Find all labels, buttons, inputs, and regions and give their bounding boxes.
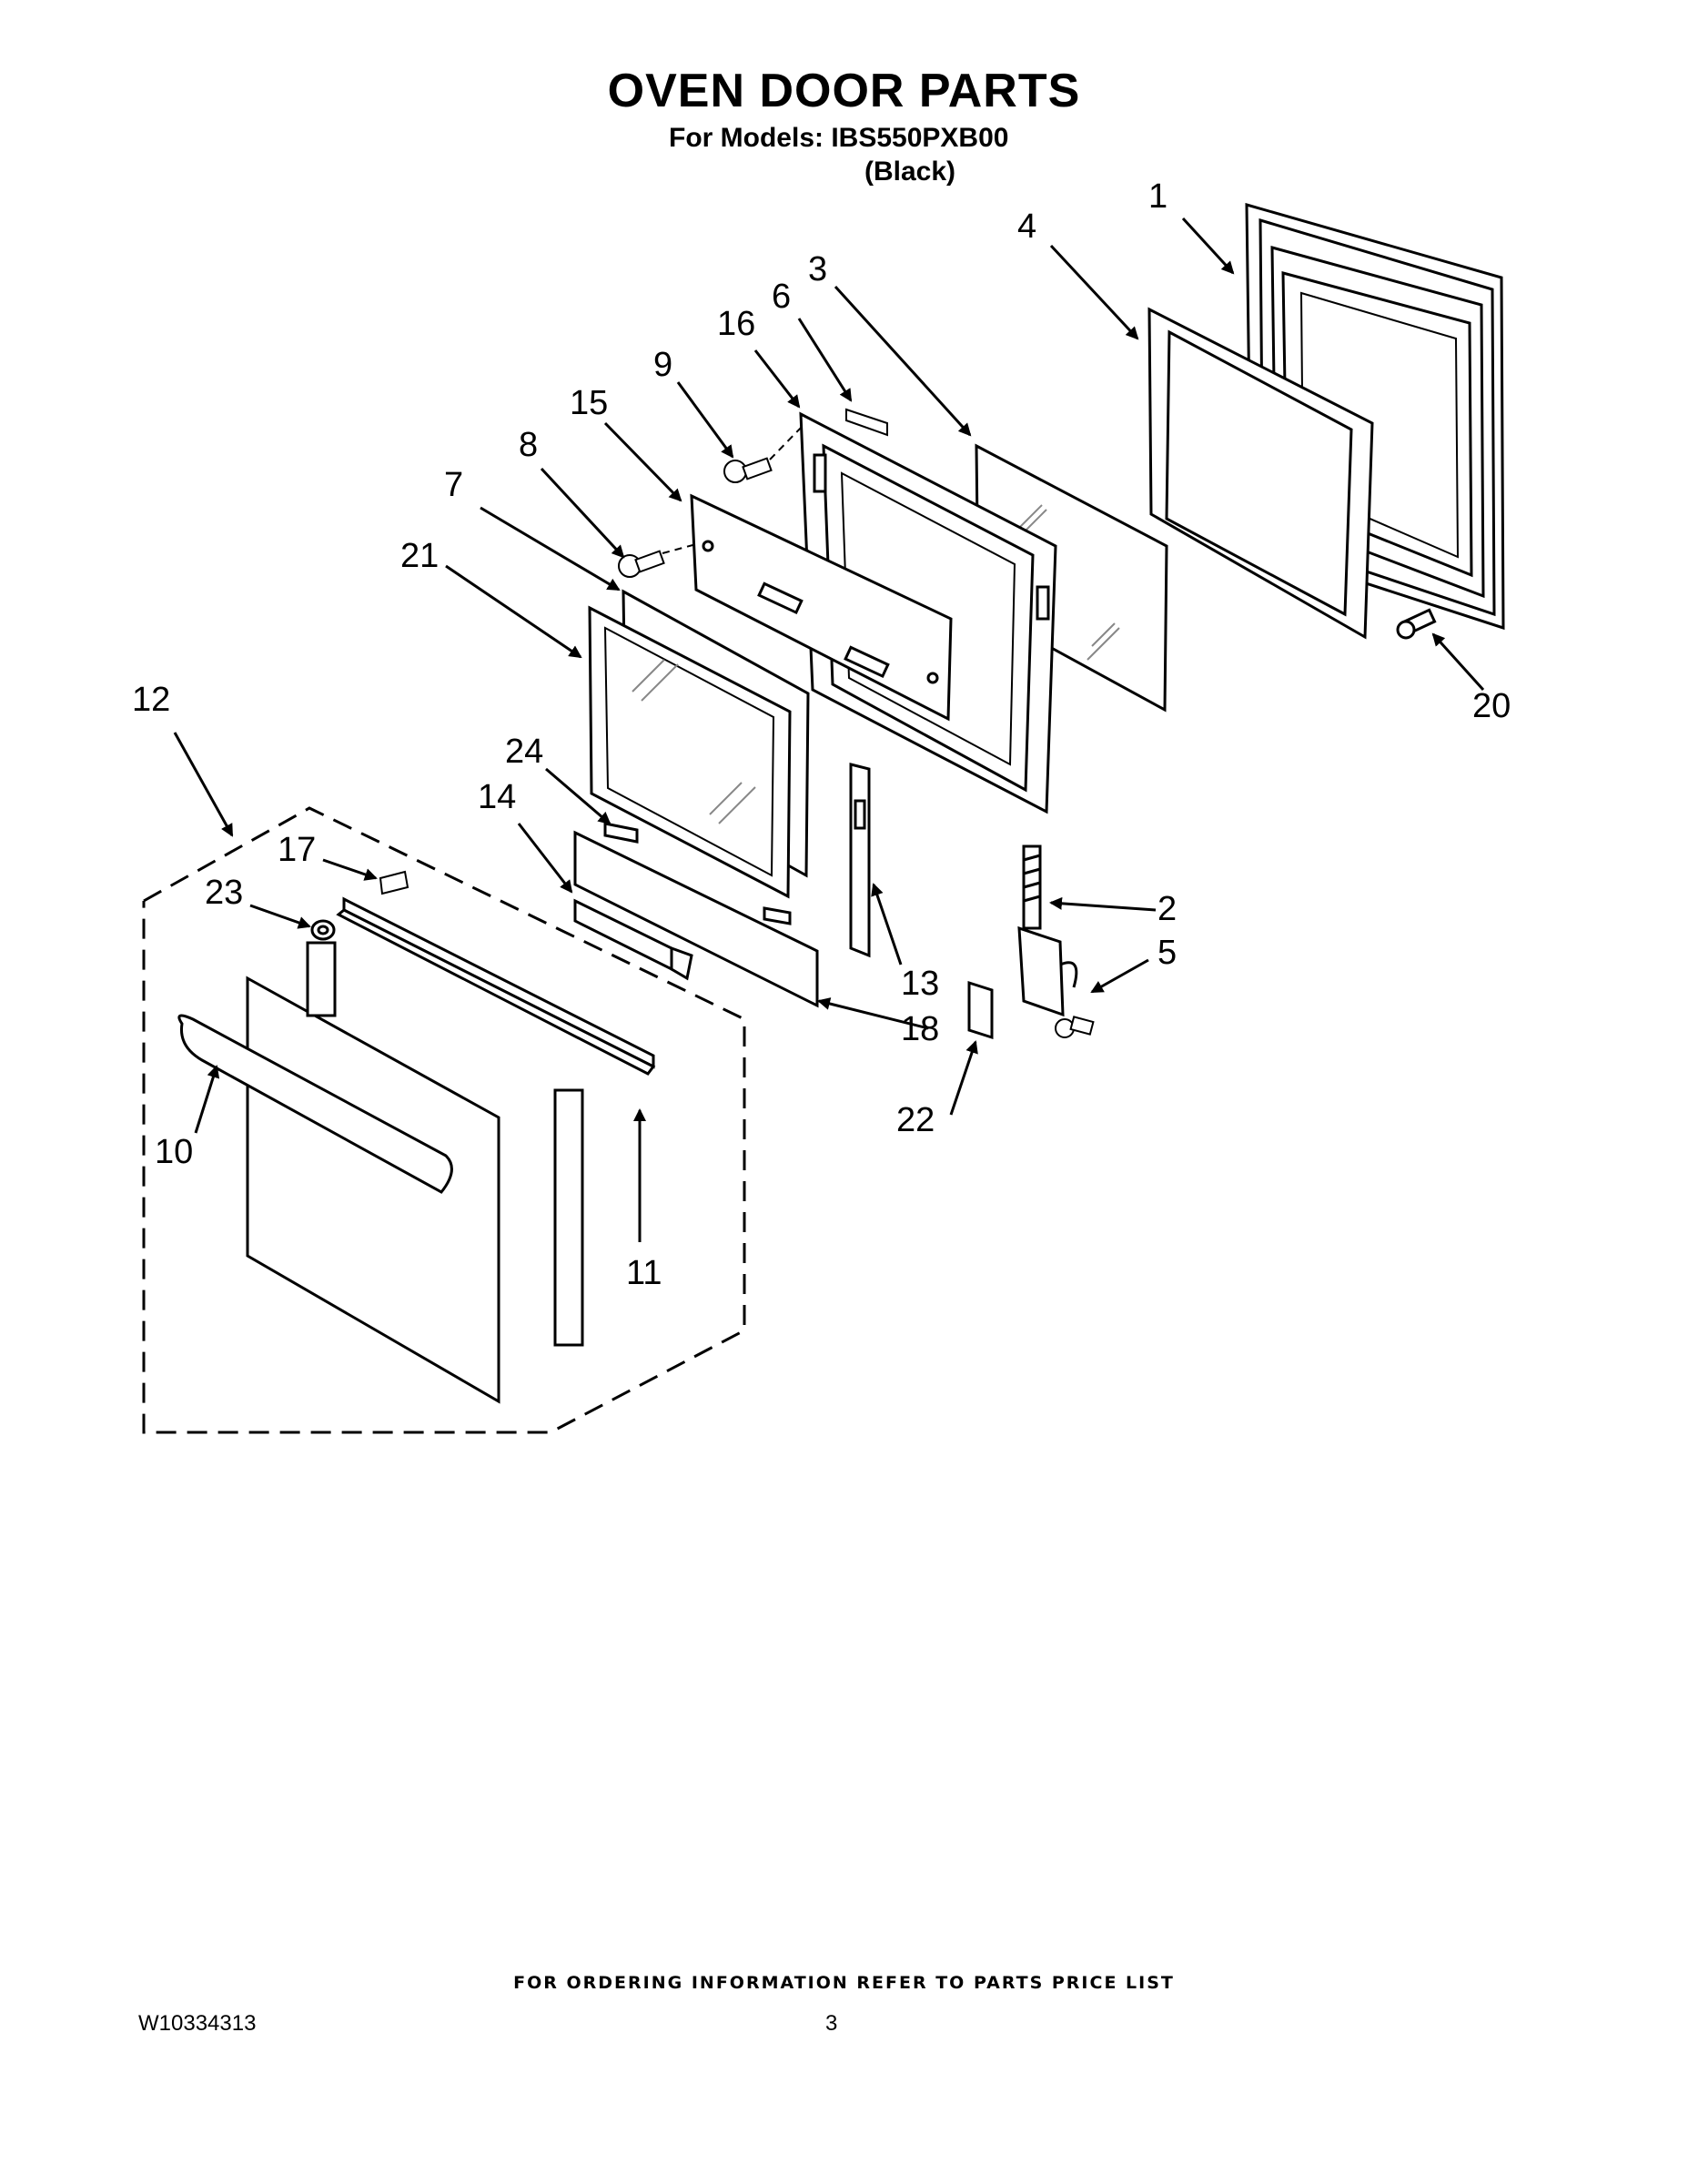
part-2-hinge bbox=[1017, 844, 1078, 1017]
part-20-screw bbox=[1396, 608, 1437, 640]
part-10-handle bbox=[177, 1014, 453, 1194]
model-color: (Black) bbox=[864, 157, 956, 187]
part-24-clip bbox=[603, 822, 792, 925]
callout-7: 7 bbox=[444, 466, 464, 504]
callout-10: 10 bbox=[155, 1133, 194, 1171]
callout-9: 9 bbox=[653, 346, 673, 384]
callout-2: 2 bbox=[1157, 890, 1178, 928]
part-21-glass bbox=[588, 605, 792, 899]
callout-24: 24 bbox=[505, 733, 544, 771]
callout-14: 14 bbox=[478, 778, 517, 816]
callout-17: 17 bbox=[278, 831, 317, 869]
part-17-screw bbox=[379, 870, 409, 895]
callout-20: 20 bbox=[1472, 687, 1511, 725]
part-4-door-seal bbox=[1147, 307, 1374, 640]
callout-3: 3 bbox=[808, 250, 828, 288]
page-title: OVEN DOOR PARTS bbox=[607, 65, 1081, 117]
document-number: W10334313 bbox=[138, 2011, 257, 2036]
model-line: For Models: IBS550PXB00 bbox=[669, 123, 1009, 153]
callout-5: 5 bbox=[1157, 934, 1178, 972]
page-number: 3 bbox=[825, 2011, 838, 2036]
callout-6: 6 bbox=[772, 278, 792, 316]
callout-11: 11 bbox=[626, 1254, 662, 1292]
callout-23: 23 bbox=[205, 874, 244, 912]
callout-15: 15 bbox=[570, 384, 609, 422]
callout-16: 16 bbox=[717, 305, 756, 343]
callout-18: 18 bbox=[901, 1010, 940, 1048]
leader-lines bbox=[173, 217, 1485, 1242]
callout-4: 4 bbox=[1017, 207, 1037, 246]
callout-8: 8 bbox=[519, 426, 539, 464]
part-9-screw bbox=[723, 457, 773, 483]
callout-22: 22 bbox=[896, 1101, 935, 1139]
part-14-channel bbox=[573, 898, 693, 981]
callout-12: 12 bbox=[132, 681, 171, 719]
part-12-outer-door-assembly bbox=[142, 806, 746, 1434]
callout-21: 21 bbox=[400, 537, 440, 575]
ordering-note: FOR ORDERING INFORMATION REFER TO PARTS … bbox=[513, 1973, 1175, 1993]
part-5-screw bbox=[1055, 1016, 1095, 1038]
part-13-vertical-bracket bbox=[849, 763, 871, 958]
callout-13: 13 bbox=[901, 965, 940, 1003]
part-15-bracket-plate bbox=[690, 493, 953, 722]
part-17-trim-strip bbox=[336, 896, 656, 1076]
part-18-vent-bracket bbox=[573, 830, 819, 1008]
part-22-hinge-receiver bbox=[967, 980, 994, 1040]
callout-1: 1 bbox=[1148, 177, 1168, 216]
part-6-pad bbox=[845, 408, 888, 437]
part-8-screw bbox=[618, 550, 665, 578]
part-23-washer bbox=[310, 919, 336, 941]
